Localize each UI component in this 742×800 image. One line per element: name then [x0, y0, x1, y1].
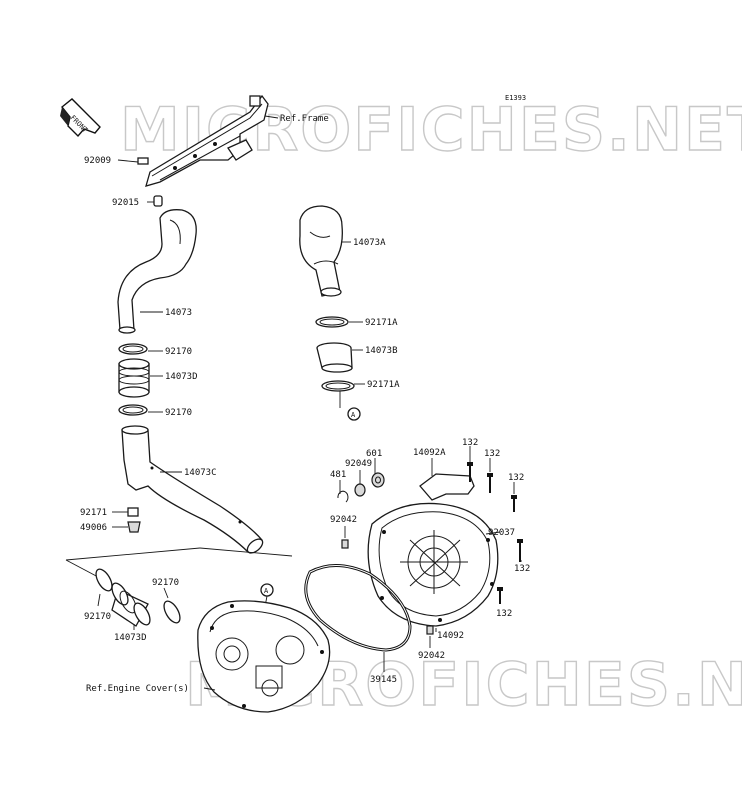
part-92042-upper-label: 92042	[330, 515, 357, 525]
coupler-14073D-bottom	[111, 582, 151, 627]
part-14073D-bottom-label: 14073D	[114, 633, 147, 643]
part-92171A-top-label: 92171A	[365, 318, 398, 328]
bolt-92009	[137, 157, 149, 165]
engine-cover	[197, 600, 331, 713]
dowel-92042-lower	[426, 625, 434, 635]
part-14092A-label: 14092A	[413, 448, 446, 458]
part-92170-top-label: 92170	[165, 347, 192, 357]
frame-bracket	[145, 94, 269, 187]
clamp-92171	[127, 507, 139, 517]
part-92015-label: 92015	[112, 198, 139, 208]
callout-a-upper-label: A	[351, 411, 356, 419]
seal-92049	[354, 483, 366, 497]
clamp-92170-lower-left	[95, 568, 113, 592]
coupler-14073D-top	[118, 358, 150, 398]
clip-92015	[153, 195, 163, 207]
clutch-cover-14092	[367, 502, 499, 627]
part-481-label: 481	[330, 470, 346, 480]
circlip-481	[337, 490, 349, 503]
callout-a-upper	[347, 407, 361, 421]
part-132-e-label: 132	[496, 609, 512, 619]
front-arrow-icon: FRONT	[60, 98, 101, 138]
ref-frame-label: Ref.Frame	[280, 114, 329, 124]
part-14073C-label: 14073C	[184, 468, 217, 478]
bearing-601	[371, 472, 385, 488]
diagram-code: E1393	[505, 94, 526, 102]
cover-plate-14092A	[419, 473, 475, 501]
part-92170-lower-right-label: 92170	[152, 578, 179, 588]
part-49006-label: 49006	[80, 523, 107, 533]
plug-49006	[127, 521, 141, 533]
part-92042-lower-label: 92042	[418, 651, 445, 661]
part-14073B-label: 14073B	[365, 346, 398, 356]
bolt-132-c	[511, 495, 517, 512]
part-14073A-label: 14073A	[353, 238, 386, 248]
part-92171-label: 92171	[80, 508, 107, 518]
part-601-label: 601	[366, 449, 382, 459]
part-92009-label: 92009	[84, 156, 111, 166]
part-92170-lower-left-label: 92170	[84, 612, 111, 622]
part-132-c-label: 132	[508, 473, 524, 483]
bolt-92037	[517, 539, 523, 562]
part-14092-label: 14092	[437, 631, 464, 641]
duct-14073C	[121, 425, 264, 554]
duct-14073	[117, 209, 197, 334]
ref-engine-cover-label: Ref.Engine Cover(s)	[86, 684, 189, 694]
dowel-92042-upper	[341, 539, 349, 549]
callout-a-lower-label: A	[264, 587, 269, 595]
part-92170-middle-label: 92170	[165, 408, 192, 418]
part-92171A-bottom-label: 92171A	[367, 380, 400, 390]
bolt-132-a	[467, 462, 473, 482]
part-92049-label: 92049	[345, 459, 372, 469]
drive-belt-39145	[304, 563, 412, 652]
part-132-d-label: 132	[514, 564, 530, 574]
part-39145-label: 39145	[370, 675, 397, 685]
part-14073-label: 14073	[165, 308, 192, 318]
bolt-132-b	[487, 473, 493, 493]
part-132-b-label: 132	[484, 449, 500, 459]
part-132-a-label: 132	[462, 438, 478, 448]
coupler-14073B	[316, 342, 353, 373]
duct-14073A	[299, 205, 343, 297]
bolt-132-e	[497, 587, 503, 604]
clamp-92170-lower-right	[163, 600, 181, 624]
part-14073D-top-label: 14073D	[165, 372, 198, 382]
part-92037-label: 92037	[488, 528, 515, 538]
